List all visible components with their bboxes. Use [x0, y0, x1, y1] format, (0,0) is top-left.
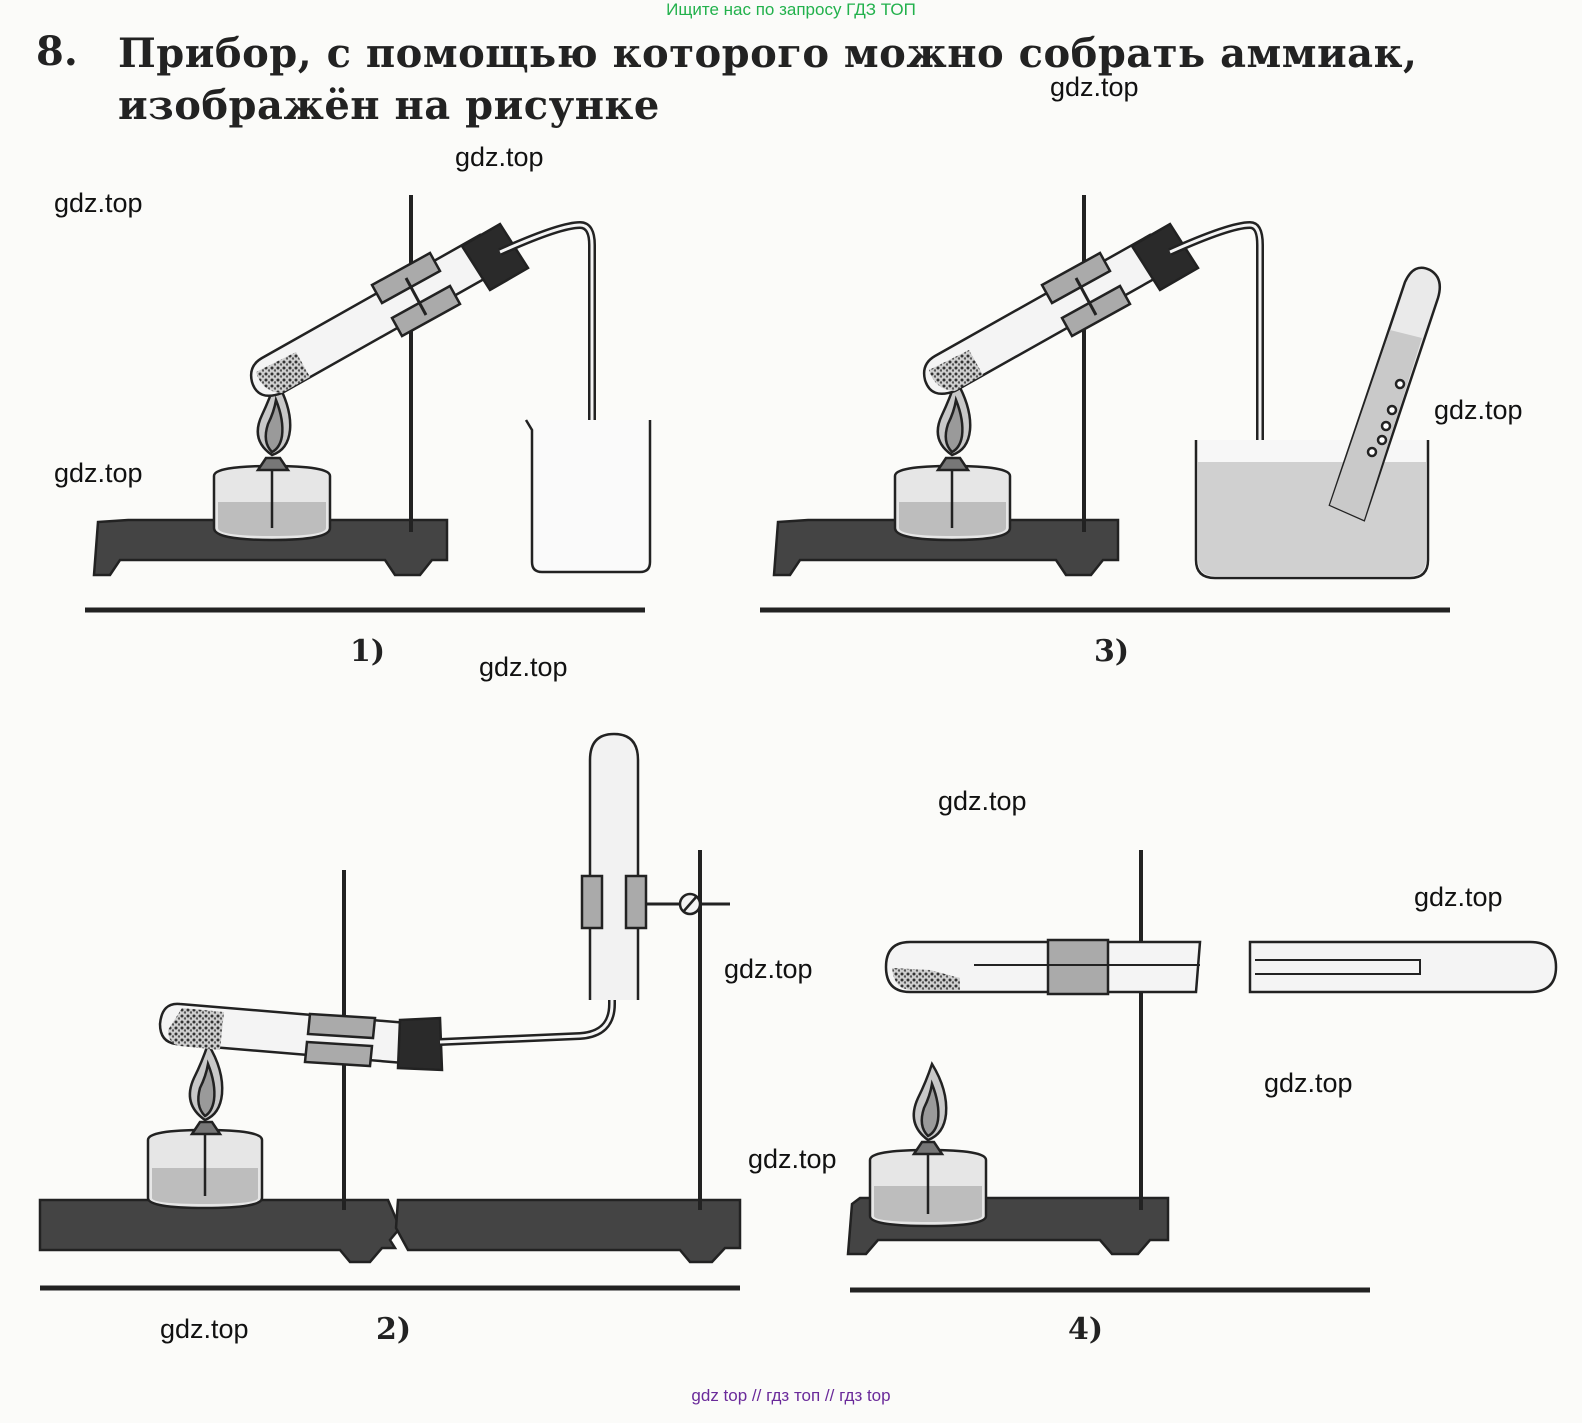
watermark: gdz.top: [1050, 72, 1139, 102]
apparatus-3: [760, 195, 1450, 613]
watermark: gdz.top: [1434, 395, 1523, 425]
apparatus-2: [38, 732, 742, 1291]
search-hint-link[interactable]: Ищите нас по запросу ГДЗ ТОП: [666, 0, 916, 19]
figure-label-1: 1): [350, 634, 386, 669]
watermark: gdz.top: [160, 1314, 249, 1344]
watermark: gdz.top: [54, 188, 143, 218]
figure-label-4: 4): [1068, 1312, 1104, 1347]
question-text: Прибор, с помощью которого можно собрать…: [118, 30, 1418, 129]
watermark: gdz.top: [1414, 882, 1503, 912]
watermark: gdz.top: [748, 1144, 837, 1174]
apparatus-4: [846, 850, 1558, 1293]
apparatus-1: [85, 195, 652, 613]
footer-links[interactable]: gdz top // гдз топ // гдз top: [691, 1386, 891, 1405]
watermark: gdz.top: [54, 458, 143, 488]
question-number: 8.: [36, 28, 78, 75]
figure-label-2: 2): [376, 1312, 412, 1347]
watermark: gdz.top: [724, 954, 813, 984]
figure-label-3: 3): [1094, 634, 1130, 669]
watermark: gdz.top: [479, 652, 568, 682]
watermark: gdz.top: [455, 142, 544, 172]
watermark: gdz.top: [1264, 1068, 1353, 1098]
watermark: gdz.top: [938, 786, 1027, 816]
